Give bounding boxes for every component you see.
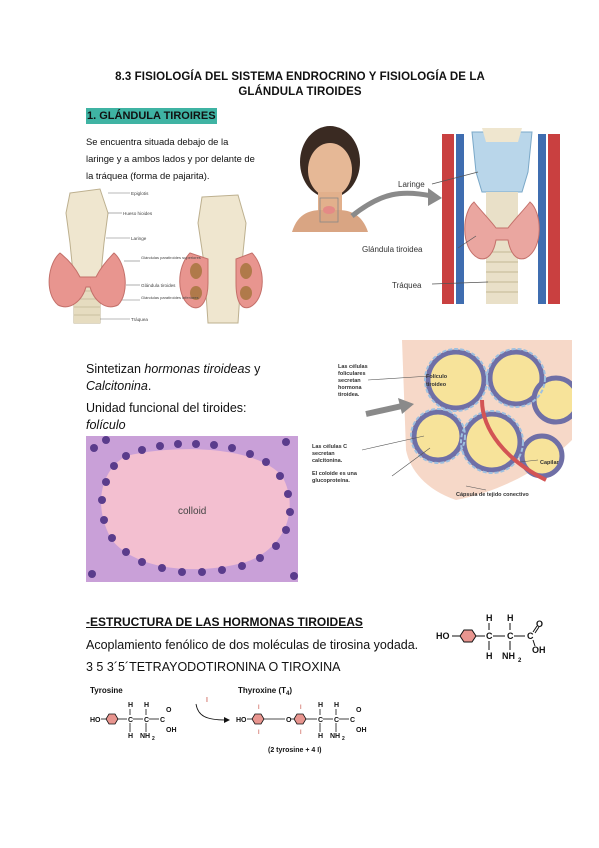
chem-c: C bbox=[128, 717, 133, 724]
intro-paragraph: Se encuentra situada debajo de la laring… bbox=[86, 133, 272, 184]
chem-h: H bbox=[334, 702, 339, 709]
follicle-figure: Las células foliculares secretan hormona… bbox=[306, 340, 572, 506]
chem-nh2: NH bbox=[140, 733, 150, 740]
thyroxine-reaction: Tyrosine Thyroxine (T4) HO H H C C C O O… bbox=[90, 686, 367, 754]
intro-line: Se encuentra situada debajo de la bbox=[86, 136, 229, 147]
coupling-text: Acoplamiento fenólico de dos moléculas d… bbox=[86, 638, 419, 652]
chem-oh: OH bbox=[356, 727, 367, 734]
thyroxine-label: Thyroxine (T4) bbox=[238, 686, 292, 697]
chem-sub2: 2 bbox=[518, 658, 522, 664]
micrograph-label: colloid bbox=[178, 506, 206, 517]
anatomy-label-traquea: Tráquea bbox=[131, 317, 148, 322]
chem-oh: OH bbox=[532, 645, 546, 655]
follicle-label-follicle: Folículo bbox=[426, 374, 448, 380]
follicle-label-capilar: Capilar bbox=[540, 460, 560, 466]
chem-ho: HO bbox=[436, 631, 450, 641]
iodine-atom: I bbox=[300, 730, 302, 736]
follicle-label-follicle: tiroideo bbox=[426, 382, 447, 388]
chem-h: H bbox=[318, 702, 323, 709]
tyrosine-structure-large: HO H H C C C O OH H NH 2 bbox=[436, 613, 546, 664]
chem-h: H bbox=[318, 733, 323, 740]
anatomy-label-paratiroides-sup: Glándulas paratiroides superiores bbox=[141, 255, 201, 260]
anatomy-label-tiroides: Glándula tiroides bbox=[141, 283, 176, 288]
neck-label-tiroidea: Glándula tiroidea bbox=[362, 245, 423, 254]
intro-line: laringe y a ambos lados y por delante de bbox=[86, 153, 255, 164]
anatomy-label-paratiroides-inf: Glándulas paratiroides inferiores bbox=[141, 295, 199, 300]
chem-o: O bbox=[536, 619, 543, 629]
follicle-label-ccells: Las células C bbox=[312, 444, 347, 450]
thyroxine-name: 3 5 3´5´TETRAYODOTIRONINA O TIROXINA bbox=[86, 660, 341, 674]
reaction-equation: (2 tyrosine + 4 I) bbox=[268, 747, 322, 754]
chem-c: C bbox=[318, 717, 323, 724]
page-title-line1: 8.3 FISIOLOGÍA DEL SISTEMA ENDROCRINO Y … bbox=[115, 71, 485, 83]
follicle-label-ccells: secretan bbox=[312, 451, 335, 457]
chem-sub2: 2 bbox=[342, 736, 345, 742]
iodine-reagent: I bbox=[206, 697, 208, 704]
chem-c: C bbox=[527, 631, 534, 641]
chem-o: O bbox=[166, 707, 172, 714]
chem-h: H bbox=[507, 613, 514, 623]
chem-nh2: NH bbox=[502, 651, 515, 661]
chem-h: H bbox=[128, 733, 133, 740]
chem-o: O bbox=[356, 707, 362, 714]
neck-label-laringe: Laringe bbox=[398, 180, 425, 189]
chem-ho: HO bbox=[236, 717, 247, 724]
chem-h: H bbox=[144, 702, 149, 709]
anatomy-label-laringe: Laringe bbox=[131, 236, 147, 241]
thyroid-anatomy-figure: Epiglotis Hueso hioides Laringe Glándula… bbox=[30, 183, 282, 333]
function-line3: Unidad funcional del tiroides: folículo bbox=[86, 401, 247, 432]
follicle-label-cells: tiroidea. bbox=[338, 392, 360, 398]
follicle-label-cells: hormona bbox=[338, 385, 362, 391]
anatomy-label-epiglotis: Epiglotis bbox=[131, 191, 149, 196]
neck-thyroid-figure: Laringe Glándula tiroidea Tráquea bbox=[282, 112, 572, 304]
intro-line: la tráquea (forma de pajarita). bbox=[86, 170, 210, 181]
chem-c: C bbox=[334, 717, 339, 724]
anatomy-label-hioides: Hueso hioides bbox=[123, 211, 153, 216]
follicle-label-colloid: El coloide es una bbox=[312, 471, 358, 477]
follicle-label-ccells: calcitonina. bbox=[312, 458, 343, 464]
neck-label-traquea: Tráquea bbox=[392, 281, 422, 290]
chem-h: H bbox=[486, 651, 493, 661]
chem-ether-o: O bbox=[286, 717, 292, 724]
chem-c: C bbox=[507, 631, 514, 641]
follicle-label-cells: secretan bbox=[338, 378, 361, 384]
follicle-label-colloid: glucoproteína. bbox=[312, 478, 350, 484]
chem-ho: HO bbox=[90, 717, 101, 724]
tyrosine-label: Tyrosine bbox=[90, 686, 123, 695]
follicle-label-cells: Las células bbox=[338, 364, 368, 370]
function-line2: Calcitonina. bbox=[86, 379, 152, 393]
chem-c: C bbox=[350, 717, 355, 724]
chem-nh2: NH bbox=[330, 733, 340, 740]
follicle-label-cells: foliculares bbox=[338, 371, 366, 377]
page-title: 8.3 FISIOLOGÍA DEL SISTEMA ENDROCRINO Y … bbox=[60, 70, 540, 100]
page-title-line2: GLÁNDULA TIROIDES bbox=[238, 86, 362, 98]
chem-c: C bbox=[486, 631, 493, 641]
section-heading-thyroid: 1. GLÁNDULA TIROIRES bbox=[86, 108, 217, 124]
iodine-atom: I bbox=[300, 705, 302, 711]
follicle-label-capsula: Cápsula de tejido conectivo bbox=[456, 492, 529, 498]
chem-oh: OH bbox=[166, 727, 177, 734]
colloid-micrograph: colloid bbox=[86, 436, 298, 582]
iodine-atom: I bbox=[258, 730, 260, 736]
chem-c: C bbox=[160, 717, 165, 724]
function-line1: Sintetizan hormonas tiroideas y bbox=[86, 362, 261, 376]
chem-sub2: 2 bbox=[152, 736, 155, 742]
chem-c: C bbox=[144, 717, 149, 724]
chem-h: H bbox=[486, 613, 493, 623]
section-heading-hormones: -ESTRUCTURA DE LAS HORMONAS TIROIDEAS bbox=[86, 615, 363, 629]
chem-h: H bbox=[128, 702, 133, 709]
iodine-atom: I bbox=[258, 705, 260, 711]
